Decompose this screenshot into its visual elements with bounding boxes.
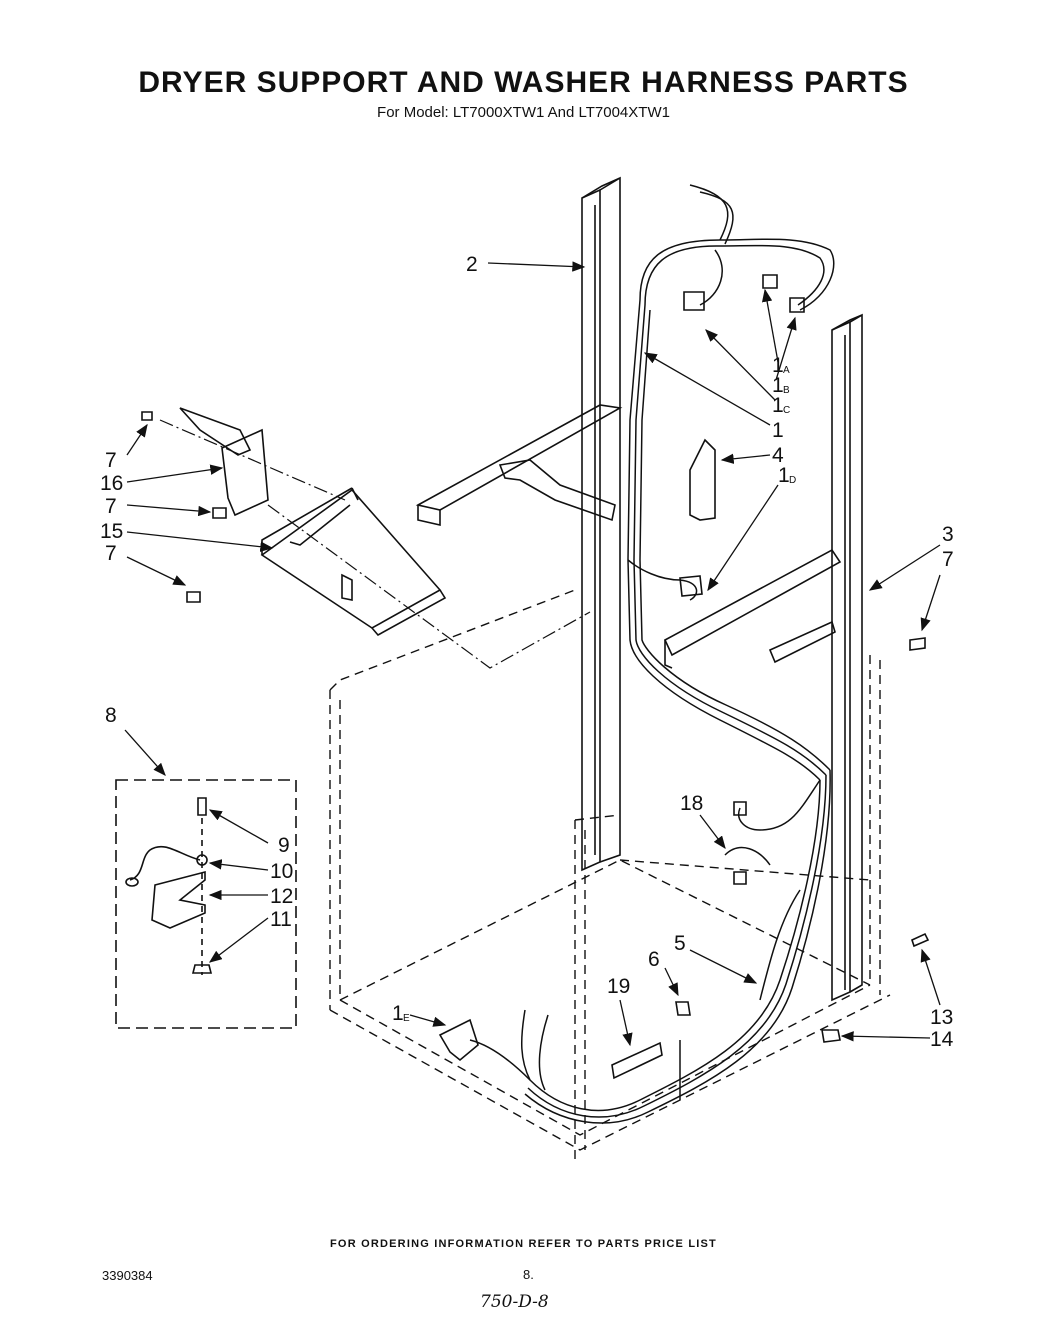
support-post-left: [581, 176, 621, 872]
grounding-kit-parts: [125, 797, 213, 975]
callout-11: 11: [270, 908, 292, 931]
callout-1c-sub: C: [783, 405, 790, 416]
callout-1: 1: [772, 419, 784, 442]
callout-10: 10: [270, 860, 293, 883]
page-number: 8.: [523, 1267, 534, 1282]
callout-7-mid: 7: [105, 495, 117, 518]
handwritten-code: 750-D-8: [480, 1292, 549, 1312]
callout-2: 2: [466, 253, 478, 276]
support-post-right: [831, 313, 863, 1002]
callout-15: 15: [100, 520, 123, 543]
model-subtitle: For Model: LT7000XTW1 And LT7004XTW1: [377, 104, 670, 121]
bracket-middle: [498, 459, 616, 522]
callout-1e: 1: [392, 1002, 404, 1025]
cross-rail-upper: [415, 404, 623, 527]
leader-lines: [124, 261, 941, 1047]
cross-rail-lower: [663, 548, 842, 669]
page-title: DRYER SUPPORT AND WASHER HARNESS PARTS: [138, 66, 909, 99]
callout-1a: 1: [772, 354, 784, 377]
callout-6: 6: [648, 948, 660, 971]
bracket-part-4: [689, 438, 716, 521]
callout-12: 12: [270, 885, 293, 908]
callout-1c: 1: [772, 394, 784, 417]
callout-1d-sub: D: [789, 475, 796, 486]
callout-13: 13: [930, 1006, 953, 1029]
callout-1a-sub: A: [783, 365, 790, 376]
callout-1d: 1: [778, 464, 790, 487]
callout-1b-sub: B: [783, 385, 790, 396]
screws: [141, 411, 930, 1043]
cabinet-outline: [329, 589, 891, 1160]
wire-harness: [469, 184, 835, 1124]
callout-7-low: 7: [105, 542, 117, 565]
callout-labels: 2 1 A 1 B 1 C 1 4 1 D 3 7 7 16 7 15 7 8 …: [100, 253, 954, 1051]
callout-8: 8: [105, 704, 117, 727]
callout-19: 19: [607, 975, 630, 998]
callout-3: 3: [942, 523, 954, 546]
document-number: 3390384: [102, 1268, 153, 1283]
ordering-note: FOR ORDERING INFORMATION REFER TO PARTS …: [330, 1238, 717, 1250]
dashdot-guide: [267, 504, 591, 669]
callout-18: 18: [680, 792, 703, 815]
callout-7-top: 7: [105, 449, 117, 472]
callout-1b: 1: [772, 374, 784, 397]
callout-1e-sub: E: [403, 1013, 410, 1024]
callout-9: 9: [278, 834, 290, 857]
callout-16: 16: [100, 472, 123, 495]
grounding-kit-box: [115, 779, 297, 1029]
mounting-bracket-16: [179, 407, 269, 517]
callout-5: 5: [674, 932, 686, 955]
connectors: [438, 274, 805, 1080]
callout-7-right: 7: [942, 548, 954, 571]
callout-14: 14: [930, 1028, 954, 1051]
callout-4: 4: [772, 444, 784, 467]
